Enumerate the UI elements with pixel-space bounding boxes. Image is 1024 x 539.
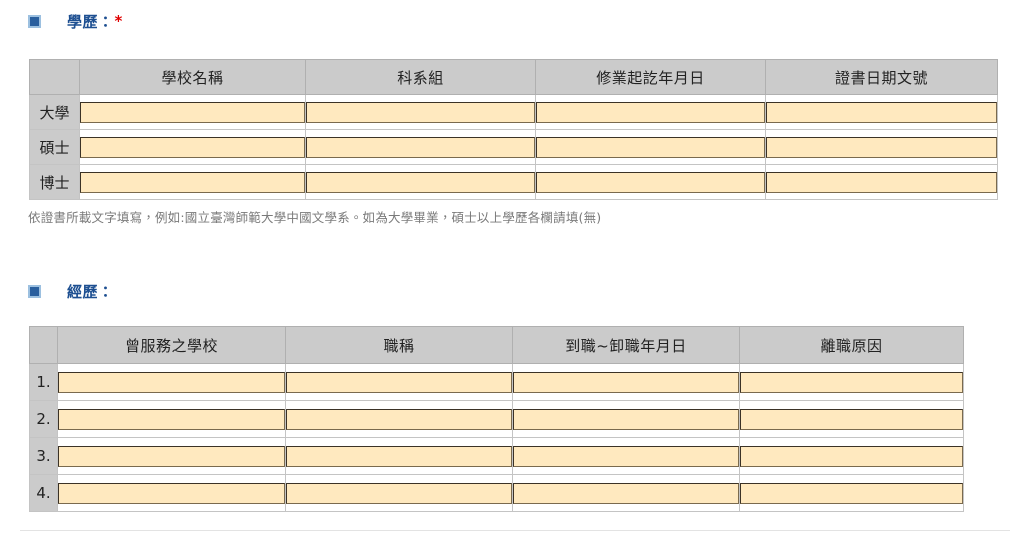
table-row: 4. [29,474,964,512]
input-2-job-title[interactable] [286,408,512,430]
column-header-employment-period: 到職~卸職年月日 [512,326,740,364]
input-doctorate-school-name[interactable] [80,171,305,193]
input-3-leaving-reason[interactable] [740,445,963,467]
cell-bachelor-study-period [535,94,766,130]
table-row: 碩士 [29,129,998,165]
table-row: 1. [29,363,964,401]
input-3-employment-period[interactable] [513,445,739,467]
cell-2-leaving-reason [739,400,964,438]
input-bachelor-department[interactable] [306,101,535,123]
section-divider [20,530,1010,531]
cell-master-study-period [535,129,766,165]
column-header-department: 科系組 [305,59,536,95]
input-master-certificate-date[interactable] [766,136,997,158]
cell-4-previous-school [57,474,286,512]
column-header-blank [29,326,58,364]
input-bachelor-school-name[interactable] [80,101,305,123]
cell-1-leaving-reason [739,363,964,401]
table-header-row: 曾服務之學校 職稱 到職~卸職年月日 離職原因 [29,326,964,364]
cell-bachelor-department [305,94,536,130]
experience-table: 曾服務之學校 職稱 到職~卸職年月日 離職原因 1. [29,326,964,512]
row-label-bachelor: 大學 [29,94,80,130]
input-bachelor-certificate-date[interactable] [766,101,997,123]
input-1-employment-period[interactable] [513,371,739,393]
education-table: 學校名稱 科系組 修業起訖年月日 證書日期文號 大學 [29,59,998,200]
row-number-4: 4. [29,474,58,512]
table-header-row: 學校名稱 科系組 修業起訖年月日 證書日期文號 [29,59,998,95]
input-2-leaving-reason[interactable] [740,408,963,430]
input-master-study-period[interactable] [536,136,765,158]
cell-1-previous-school [57,363,286,401]
section-title-experience: 經歷： [67,282,114,301]
input-1-previous-school[interactable] [58,371,285,393]
table-row: 大學 [29,94,998,130]
row-number-3: 3. [29,437,58,475]
input-4-job-title[interactable] [286,482,512,504]
cell-4-job-title [285,474,513,512]
cell-3-previous-school [57,437,286,475]
required-marker-education: * [114,11,123,30]
input-4-previous-school[interactable] [58,482,285,504]
row-label-doctorate: 博士 [29,164,80,200]
input-master-department[interactable] [306,136,535,158]
input-master-school-name[interactable] [80,136,305,158]
section-header-education: 學歷： * [0,10,122,32]
input-doctorate-department[interactable] [306,171,535,193]
cell-2-previous-school [57,400,286,438]
input-2-previous-school[interactable] [58,408,285,430]
row-number-1: 1. [29,363,58,401]
cell-doctorate-certificate-date [765,164,998,200]
column-header-leaving-reason: 離職原因 [739,326,964,364]
cell-1-job-title [285,363,513,401]
section-header-experience: 經歷： [0,280,115,302]
cell-4-employment-period [512,474,740,512]
cell-doctorate-school-name [79,164,306,200]
column-header-blank [29,59,80,95]
cell-doctorate-department [305,164,536,200]
cell-master-department [305,129,536,165]
table-row: 2. [29,400,964,438]
blue-square-bullet-icon [28,284,41,298]
column-header-previous-school: 曾服務之學校 [57,326,286,364]
input-4-employment-period[interactable] [513,482,739,504]
input-1-job-title[interactable] [286,371,512,393]
row-number-2: 2. [29,400,58,438]
education-note: 依證書所載文字填寫，例如:國立臺灣師範大學中國文學系。如為大學畢業，碩士以上學歷… [28,210,602,225]
cell-master-certificate-date [765,129,998,165]
cell-3-job-title [285,437,513,475]
table-row: 博士 [29,164,998,200]
section-title-education: 學歷： [67,12,114,31]
input-3-job-title[interactable] [286,445,512,467]
input-3-previous-school[interactable] [58,445,285,467]
cell-4-leaving-reason [739,474,964,512]
cell-2-job-title [285,400,513,438]
column-header-certificate-date: 證書日期文號 [765,59,998,95]
input-doctorate-study-period[interactable] [536,171,765,193]
column-header-study-period: 修業起訖年月日 [535,59,766,95]
input-bachelor-study-period[interactable] [536,101,765,123]
row-label-master: 碩士 [29,129,80,165]
cell-3-employment-period [512,437,740,475]
input-2-employment-period[interactable] [513,408,739,430]
column-header-job-title: 職稱 [285,326,513,364]
cell-doctorate-study-period [535,164,766,200]
cell-bachelor-school-name [79,94,306,130]
cell-bachelor-certificate-date [765,94,998,130]
cell-2-employment-period [512,400,740,438]
cell-master-school-name [79,129,306,165]
column-header-school-name: 學校名稱 [79,59,306,95]
cell-1-employment-period [512,363,740,401]
table-row: 3. [29,437,964,475]
input-doctorate-certificate-date[interactable] [766,171,997,193]
blue-square-bullet-icon [28,14,41,28]
input-4-leaving-reason[interactable] [740,482,963,504]
cell-3-leaving-reason [739,437,964,475]
input-1-leaving-reason[interactable] [740,371,963,393]
